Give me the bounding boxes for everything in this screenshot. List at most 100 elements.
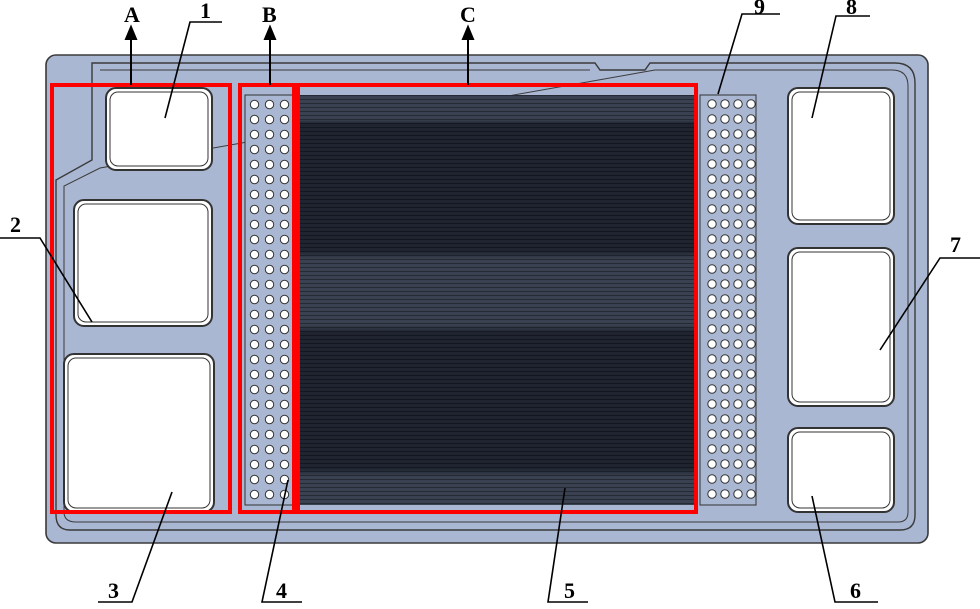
distribution-dot	[707, 234, 717, 244]
distribution-dot	[707, 204, 717, 214]
distribution-dot	[746, 324, 756, 334]
distribution-dot	[746, 429, 756, 439]
label-A: A	[124, 2, 140, 27]
distribution-dot	[733, 444, 743, 454]
distribution-dot	[746, 249, 756, 259]
distribution-dot	[733, 294, 743, 304]
distribution-dot	[720, 279, 730, 289]
distribution-dot	[707, 429, 717, 439]
distribution-dot	[707, 294, 717, 304]
distribution-dot	[707, 279, 717, 289]
distribution-dot	[746, 204, 756, 214]
port-7	[787, 247, 895, 407]
label-B: B	[262, 2, 277, 27]
distribution-dot	[733, 339, 743, 349]
distribution-dot	[733, 204, 743, 214]
label-2: 2	[10, 212, 21, 237]
distribution-dot	[733, 369, 743, 379]
distribution-dot	[733, 249, 743, 259]
distribution-dot	[746, 159, 756, 169]
distribution-dot	[707, 129, 717, 139]
distribution-dot	[733, 414, 743, 424]
distribution-dot	[746, 414, 756, 424]
port-1	[105, 87, 213, 171]
distribution-dot	[707, 159, 717, 169]
label-8: 8	[846, 0, 857, 19]
distribution-dot	[746, 114, 756, 124]
distribution-dot	[707, 174, 717, 184]
distribution-dot	[733, 189, 743, 199]
label-1: 1	[200, 0, 211, 23]
distribution-dot	[720, 369, 730, 379]
distribution-dot	[707, 414, 717, 424]
distribution-dot	[746, 219, 756, 229]
distribution-dot	[746, 174, 756, 184]
distribution-dot	[720, 189, 730, 199]
distribution-dot	[720, 309, 730, 319]
distribution-dot	[720, 414, 730, 424]
distribution-dot	[720, 264, 730, 274]
distribution-dot	[707, 474, 717, 484]
distribution-dot	[733, 114, 743, 124]
distribution-dot	[707, 309, 717, 319]
distribution-dot	[733, 279, 743, 289]
distribution-dot	[733, 264, 743, 274]
distribution-dot	[707, 219, 717, 229]
distribution-dot	[720, 474, 730, 484]
distribution-dot	[707, 144, 717, 154]
distribution-dot	[707, 369, 717, 379]
distribution-dot	[746, 339, 756, 349]
distribution-dot	[746, 384, 756, 394]
distribution-dot	[720, 204, 730, 214]
label-5: 5	[564, 578, 575, 603]
distribution-dot	[746, 99, 756, 109]
distribution-dot	[733, 174, 743, 184]
distribution-dot	[720, 114, 730, 124]
distribution-dot	[707, 444, 717, 454]
distribution-dot	[746, 234, 756, 244]
distribution-dot	[707, 399, 717, 409]
distribution-dot	[720, 489, 730, 499]
distribution-dot	[720, 444, 730, 454]
distribution-dot	[720, 399, 730, 409]
distribution-dot	[733, 129, 743, 139]
distribution-dot	[707, 114, 717, 124]
distribution-dot	[746, 189, 756, 199]
port-8	[787, 87, 895, 225]
distribution-dot	[707, 249, 717, 259]
distribution-dot	[720, 339, 730, 349]
region-C-box	[296, 83, 698, 514]
distribution-dot	[707, 339, 717, 349]
distribution-dot	[720, 159, 730, 169]
distribution-dot	[746, 309, 756, 319]
distribution-dot	[733, 489, 743, 499]
distribution-dot	[720, 429, 730, 439]
port-3	[63, 353, 215, 513]
region-A-box	[50, 83, 232, 514]
distribution-dot	[707, 324, 717, 334]
distribution-dot	[746, 459, 756, 469]
distribution-dot	[720, 129, 730, 139]
distribution-dot	[733, 474, 743, 484]
distribution-dot	[746, 474, 756, 484]
distribution-dot	[707, 99, 717, 109]
distribution-dot	[707, 489, 717, 499]
distribution-dot	[707, 459, 717, 469]
distribution-dot	[707, 384, 717, 394]
seal-line-inner	[63, 69, 909, 523]
seal-line	[55, 62, 916, 531]
distribution-dot	[746, 354, 756, 364]
region-B-box	[238, 83, 296, 514]
distribution-dot	[746, 279, 756, 289]
distribution-dot	[746, 399, 756, 409]
distribution-dot	[746, 264, 756, 274]
distribution-dot	[720, 354, 730, 364]
right-dot-grid	[707, 99, 756, 499]
distribution-dot	[720, 249, 730, 259]
distribution-dot	[733, 309, 743, 319]
label-C: C	[460, 2, 476, 27]
distribution-dot	[720, 234, 730, 244]
distribution-dot	[733, 384, 743, 394]
distribution-dot	[720, 294, 730, 304]
